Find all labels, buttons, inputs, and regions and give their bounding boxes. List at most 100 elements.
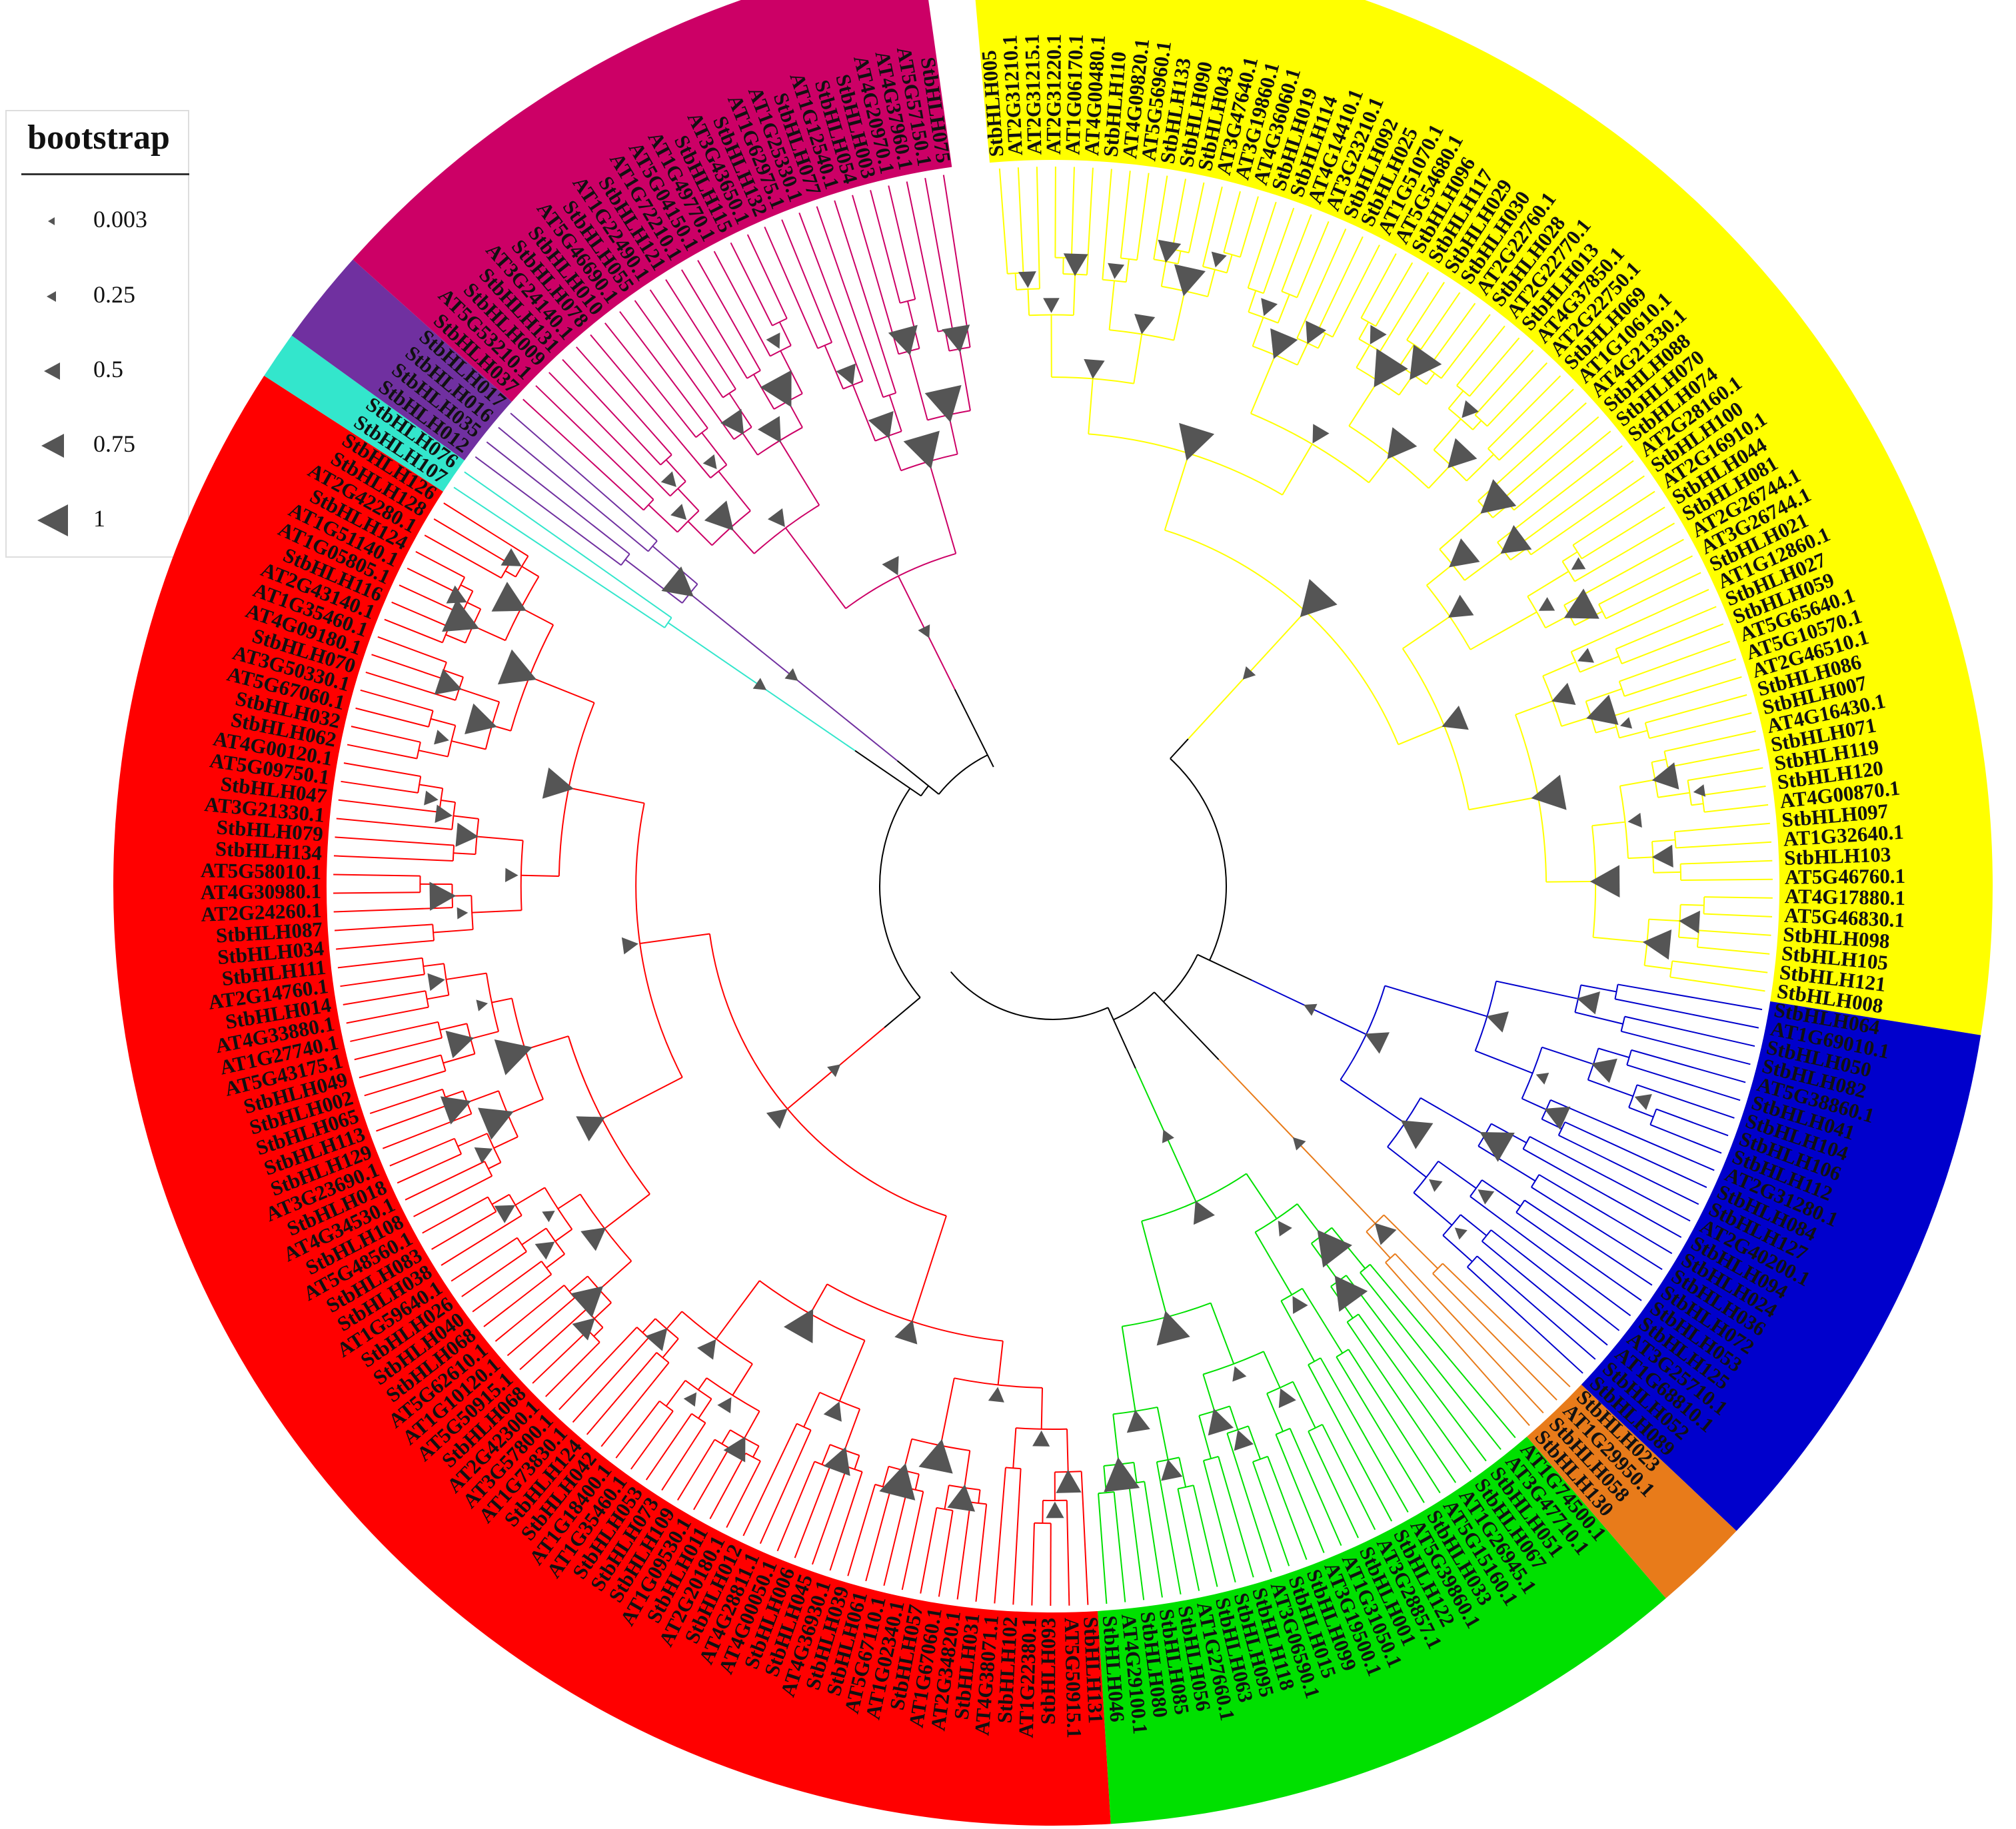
- leaf-label: AT5G50915.1: [1060, 1617, 1086, 1738]
- branch-radial: [821, 1444, 831, 1465]
- bootstrap-marker: [1306, 320, 1326, 344]
- bootstrap-marker: [702, 454, 717, 470]
- branch-radial: [944, 1485, 950, 1510]
- branch-radial: [1399, 344, 1415, 366]
- branch-radial: [535, 385, 654, 500]
- branch-radial: [467, 1090, 499, 1103]
- clade-band-blue: [1581, 1001, 1981, 1531]
- bootstrap-marker: [1043, 298, 1060, 313]
- legend-item-4: 1: [7, 494, 191, 547]
- branch-radial: [1433, 418, 1462, 450]
- branch-radial: [1530, 475, 1645, 556]
- branch-radial: [1160, 261, 1167, 287]
- bootstrap-marker: [446, 585, 467, 604]
- branch-radial: [1141, 1221, 1168, 1317]
- branch-radial: [1133, 334, 1143, 384]
- branch-radial: [883, 1487, 908, 1586]
- legend-label: 0.5: [93, 356, 123, 382]
- bootstrap-legend: bootstrap 0.003 0.25 0.5 0.75 1: [5, 110, 189, 558]
- branch-arc: [819, 1391, 860, 1410]
- branch-radial: [554, 1229, 572, 1242]
- branch-arc: [1448, 408, 1474, 430]
- branch-radial: [1427, 303, 1476, 369]
- bootstrap-marker: [1563, 588, 1599, 619]
- branch-radial: [709, 1453, 746, 1519]
- branch-radial: [1595, 726, 1617, 734]
- branch-radial: [1164, 453, 1190, 531]
- bootstrap-marker: [1374, 1223, 1397, 1245]
- branch-radial: [852, 384, 876, 442]
- branch-radial: [336, 818, 453, 830]
- leaf-label: StbHLH093: [1036, 1618, 1060, 1724]
- branch-radial: [1406, 281, 1445, 340]
- branch-radial: [752, 1445, 760, 1458]
- backbone-arc: [950, 971, 1108, 1020]
- branch-radial: [1331, 1227, 1366, 1269]
- branch-radial: [975, 1504, 988, 1602]
- bootstrap-marker: [570, 1286, 604, 1318]
- branch-radial: [475, 456, 622, 566]
- branch-radial: [911, 1215, 947, 1322]
- branch-arc: [1248, 311, 1279, 324]
- branch-arc: [1663, 751, 1669, 768]
- branch-radial: [730, 527, 755, 554]
- branch-radial: [1356, 344, 1370, 368]
- branch-radial: [443, 502, 528, 557]
- bootstrap-marker: [1410, 344, 1442, 380]
- branch-radial: [1289, 1428, 1342, 1546]
- branch-radial: [1587, 1079, 1633, 1097]
- branch-radial: [1478, 1145, 1536, 1182]
- branch-radial: [472, 1261, 542, 1313]
- branch-radial: [1669, 976, 1765, 992]
- branch-arc: [487, 1133, 502, 1163]
- branch-arc: [1673, 832, 1677, 848]
- branch-radial: [1482, 1179, 1521, 1207]
- branch-radial: [1266, 1393, 1284, 1432]
- branch-radial: [687, 520, 713, 546]
- branch-radial: [1575, 1011, 1623, 1025]
- bootstrap-marker: [1056, 1469, 1082, 1493]
- branch-radial: [715, 1280, 760, 1340]
- bootstrap-marker: [572, 1317, 595, 1341]
- branch-radial: [382, 1113, 472, 1149]
- branch-radial: [1156, 1407, 1169, 1461]
- bootstrap-marker: [427, 973, 445, 991]
- branch-radial: [419, 784, 443, 790]
- branch-radial: [1336, 1356, 1425, 1503]
- branch-radial: [347, 744, 417, 760]
- legend-divider: [21, 173, 189, 175]
- branch-arc: [1703, 897, 1705, 914]
- bootstrap-marker: [440, 1096, 471, 1125]
- branch-radial: [1628, 1107, 1654, 1118]
- branch-radial: [994, 1467, 1006, 1604]
- bootstrap-marker: [720, 408, 744, 435]
- branch-arc: [647, 540, 658, 552]
- branch-radial: [338, 799, 440, 813]
- branch-radial: [528, 676, 595, 704]
- branch-radial: [1246, 1173, 1278, 1219]
- branch-arc: [882, 392, 896, 398]
- branch-radial: [1631, 1049, 1746, 1083]
- branch-radial: [908, 350, 928, 420]
- bootstrap-marker: [1400, 1120, 1434, 1149]
- branch-arc: [1308, 1357, 1322, 1366]
- branch-radial: [1012, 1469, 1022, 1605]
- bootstrap-marker: [1334, 1275, 1368, 1312]
- bootstrap-marker: [1619, 717, 1633, 729]
- branch-radial: [1173, 291, 1186, 340]
- branch-arc: [1488, 448, 1500, 461]
- branch-radial: [1605, 572, 1701, 620]
- branch-radial: [1296, 342, 1309, 366]
- branch-radial: [1218, 1456, 1254, 1578]
- branch-radial: [459, 688, 500, 703]
- branch-radial: [666, 1311, 682, 1330]
- branch-radial: [1128, 1483, 1145, 1600]
- branch-radial: [676, 1439, 716, 1501]
- branch-radial: [1383, 1214, 1439, 1269]
- branch-radial: [888, 185, 916, 300]
- branch-radial: [645, 1413, 692, 1481]
- branch-radial: [642, 1318, 656, 1333]
- branch-radial: [1598, 1047, 1629, 1059]
- bootstrap-marker: [1651, 762, 1679, 790]
- branch-radial: [333, 855, 453, 862]
